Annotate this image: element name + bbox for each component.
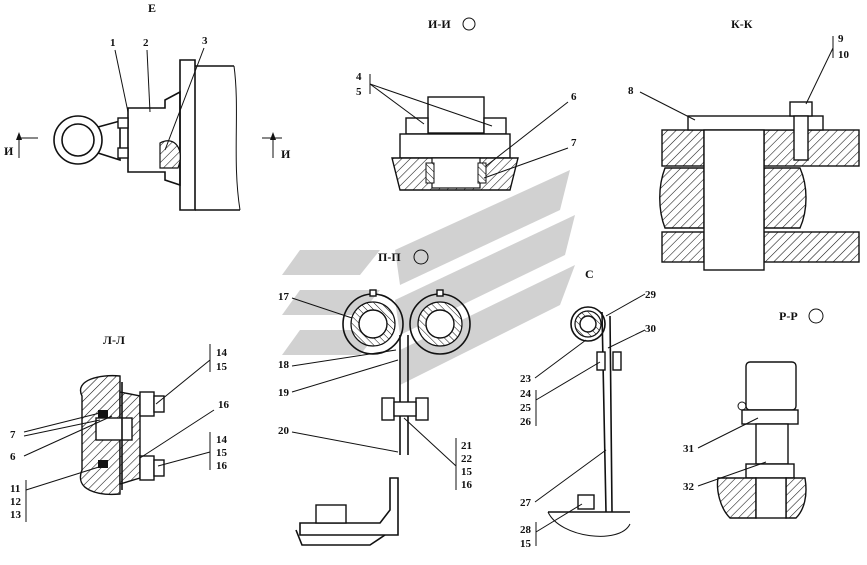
callout-15-s: 15 [520,538,532,550]
callout-10: 10 [838,49,850,61]
callout-7-l: 7 [10,429,16,441]
view-i: И-И 4 5 6 7 [356,17,577,191]
callout-26: 26 [520,416,532,428]
callout-19: 19 [278,387,290,399]
callout-14-l1: 14 [216,347,228,359]
view-i-title: И-И [428,17,451,31]
callout-29: 29 [645,289,657,301]
callout-30: 30 [645,323,657,335]
callout-11: 11 [10,483,20,495]
callout-17: 17 [278,291,290,303]
view-e: Е 1 2 3 И И [4,1,291,211]
callout-25: 25 [520,402,532,414]
callout-9: 9 [838,33,844,45]
callout-28: 28 [520,524,532,536]
callout-8: 8 [628,85,634,97]
callout-16-l1: 16 [218,399,230,411]
callout-1: 1 [110,37,116,49]
callout-12: 12 [10,496,22,508]
view-l-title: Л-Л [103,333,125,347]
callout-2: 2 [143,37,149,49]
callout-6-l: 6 [10,451,16,463]
callout-14-l2: 14 [216,434,228,446]
callout-13: 13 [10,509,22,521]
view-k: К-К 8 9 10 [628,17,860,271]
view-e-title: Е [148,1,156,15]
view-l: Л-Л 14 15 16 14 15 16 7 6 11 12 13 [10,333,230,522]
view-k-title: К-К [731,17,753,31]
view-r: Р-Р 31 32 [683,308,824,519]
view-s: С 29 30 23 24 25 26 27 28 15 [520,267,657,550]
callout-16-p: 16 [461,479,473,491]
callout-31: 31 [683,443,694,455]
callout-15-l1: 15 [216,361,228,373]
callout-32: 32 [683,481,695,493]
section-arrow-right-label: И [281,147,291,161]
callout-22: 22 [461,453,473,465]
callout-6-i: 6 [571,91,577,103]
callout-23: 23 [520,373,532,385]
view-p-title: П-П [378,250,401,264]
callout-18: 18 [278,359,290,371]
callout-5: 5 [356,86,362,98]
callout-15-l2: 15 [216,447,228,459]
watermark-logo [282,170,575,385]
callout-15-p: 15 [461,466,473,478]
callout-24: 24 [520,388,532,400]
callout-21: 21 [461,440,472,452]
callout-27: 27 [520,497,532,509]
view-p: П-П 17 18 19 20 21 22 15 16 [278,249,473,546]
callout-20: 20 [278,425,290,437]
callout-16-l2: 16 [216,460,228,472]
callout-3: 3 [202,35,208,47]
section-arrow-left-label: И [4,144,14,158]
view-r-title: Р-Р [779,309,798,323]
callout-4: 4 [356,71,362,83]
callout-7-i: 7 [571,137,577,149]
view-s-title: С [585,267,594,281]
